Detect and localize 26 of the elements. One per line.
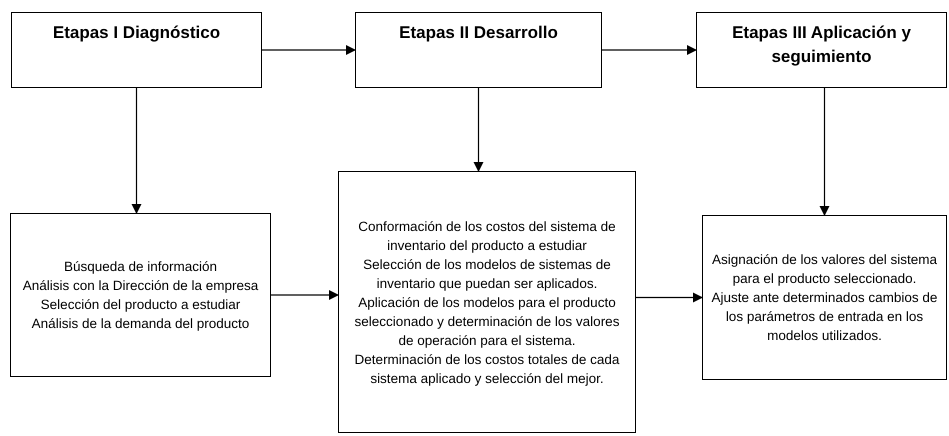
stage-title: Etapas I Diagnóstico	[52, 22, 220, 44]
task-text: Ajuste ante determinados cambios de los parámetros de entrada en los modelos utilizados.	[711, 289, 938, 345]
task-text: Búsqueda de información	[64, 258, 218, 276]
task-box	[338, 171, 636, 433]
arrow	[820, 88, 830, 216]
task-box	[702, 215, 947, 380]
task-text: Aplicación de los modelos para el producto seleccionado y determinación de los valores de operación para el sistema.	[354, 294, 620, 350]
arrow	[636, 292, 703, 302]
stage-box	[355, 12, 602, 88]
task-text: Selección de los modelos de sistemas de inventario que puedan ser aplicados.	[362, 256, 612, 292]
arrow	[474, 88, 484, 172]
arrow	[271, 290, 339, 300]
task-text: Selección del producto a estudiar	[40, 296, 240, 314]
stage-box	[696, 12, 947, 88]
arrow	[262, 45, 356, 55]
arrow	[132, 88, 142, 214]
task-text: Análisis de la demanda del producto	[32, 315, 250, 333]
stage-title: Etapas III Aplicación y seguimiento	[731, 22, 912, 68]
task-text: Conformación de los costos del sistema de inventario del producto a estudiar	[357, 218, 617, 254]
arrow	[602, 45, 697, 55]
task-box	[10, 213, 271, 377]
task-text: Asignación de los valores del sistema para el producto seleccionado.	[711, 251, 938, 288]
stage-title: Etapas II Desarrollo	[399, 22, 558, 44]
task-text: Análisis con la Dirección de la empresa	[22, 277, 258, 295]
task-text: Determinación de los costos totales de cada sistema aplicado y selección del mejor.	[354, 350, 620, 388]
stage-box	[11, 12, 262, 88]
